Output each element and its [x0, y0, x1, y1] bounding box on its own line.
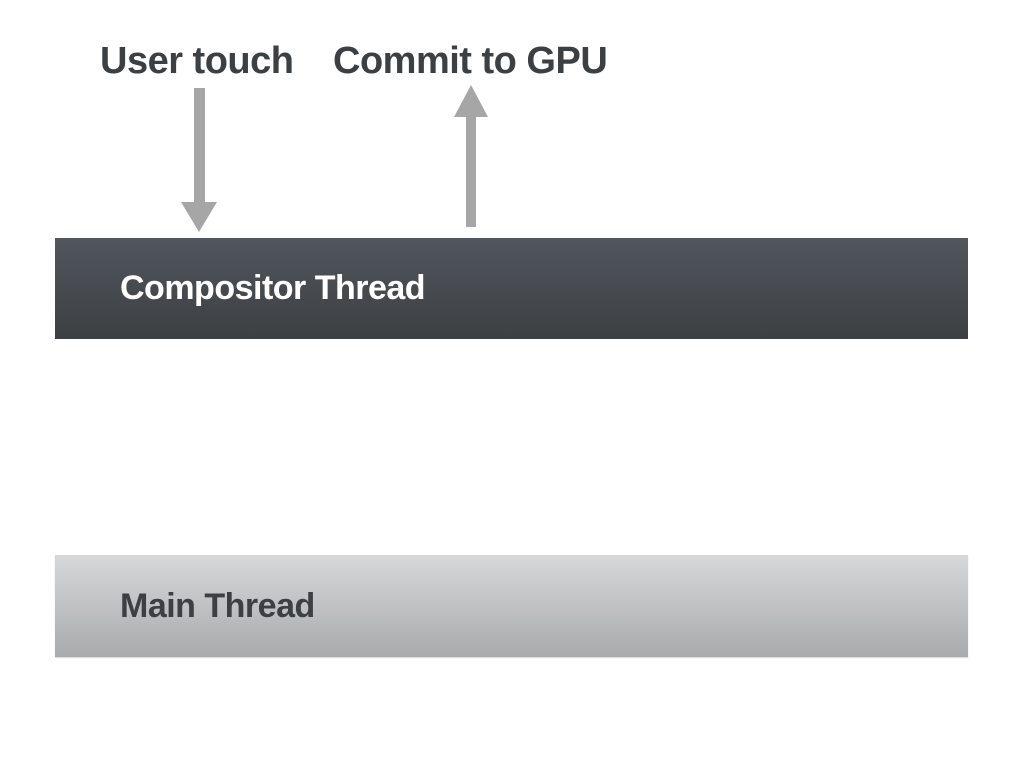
user-touch-label: User touch: [100, 40, 294, 82]
arrow-up-shaft: [466, 117, 476, 227]
compositor-thread-label: Compositor Thread: [120, 269, 426, 307]
arrow-down-icon: [181, 88, 217, 232]
arrow-down-head: [181, 202, 217, 232]
commit-to-gpu-label: Commit to GPU: [333, 40, 608, 82]
arrow-up-icon: [453, 85, 489, 227]
main-thread-lane: Main Thread: [55, 555, 968, 657]
arrow-down-shaft: [193, 88, 205, 202]
main-thread-label: Main Thread: [120, 586, 315, 625]
arrow-up-head: [454, 85, 488, 117]
compositor-thread-lane: Compositor Thread: [55, 238, 968, 339]
